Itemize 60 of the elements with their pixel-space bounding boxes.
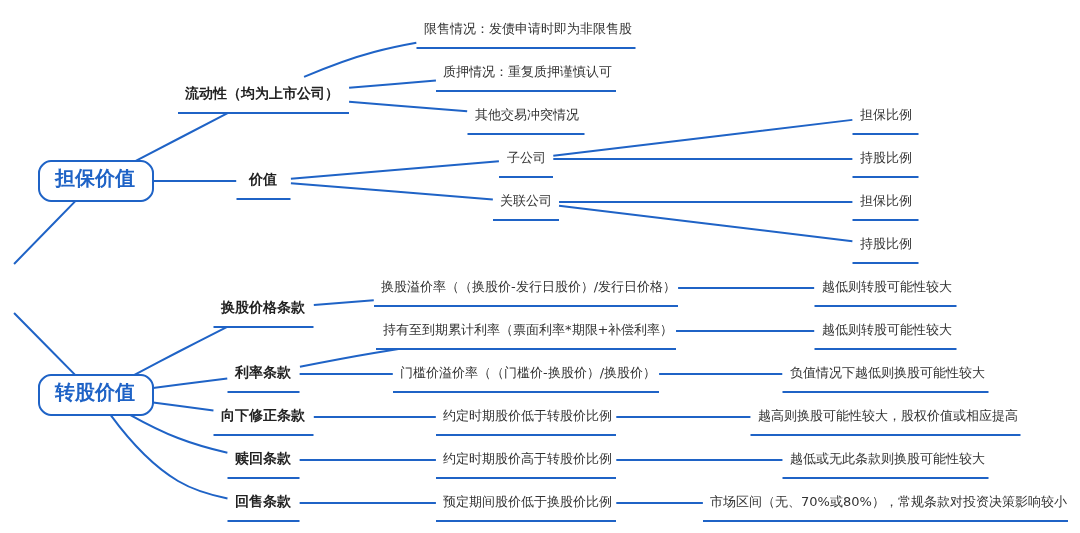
connector	[614, 416, 751, 418]
connector	[298, 373, 394, 375]
connector	[614, 502, 704, 504]
node-text: 利率条款	[234, 363, 290, 380]
connector	[657, 373, 783, 375]
connector	[551, 158, 853, 160]
connector	[298, 459, 437, 461]
node-text: 预定期间股价低于换股价比例	[442, 494, 612, 510]
connector	[347, 100, 468, 113]
connector	[676, 287, 815, 289]
node-box: 转股价值	[37, 374, 154, 416]
connector	[312, 416, 437, 418]
connector	[109, 414, 228, 500]
connector	[151, 377, 228, 389]
connector	[289, 182, 494, 201]
connector	[12, 312, 76, 376]
connector	[134, 112, 229, 162]
node-box: 担保价值	[37, 160, 154, 202]
connector	[551, 118, 853, 157]
node-text: 换股溢价率（（换股价-发行日股价）/发行日价格）	[380, 279, 676, 295]
connector	[12, 200, 76, 265]
node-text: 持股比例	[859, 236, 911, 252]
node-text: 越高则换股可能性较大，股权价值或相应提高	[757, 408, 1017, 424]
node-text: 质押情况：重复质押谨慎认可	[442, 64, 612, 80]
connector	[557, 204, 853, 243]
connector	[312, 299, 375, 307]
connector	[151, 180, 237, 182]
node-text: 越低则转股可能性较大	[821, 322, 951, 338]
node-text: 赎回条款	[234, 449, 290, 466]
node-text: 价值	[248, 170, 277, 187]
node-text: 约定时期股价低于转股价比例	[442, 408, 612, 424]
node-text: 子公司	[506, 150, 545, 166]
connector	[674, 330, 815, 332]
node-text: 门槛价溢价率（（门槛价-换股价）/换股价）	[399, 365, 656, 381]
node-text: 市场区间（无、70%或80%），常规条款对投资决策影响较小	[709, 494, 1067, 510]
node-text: 担保比例	[859, 193, 911, 209]
node-text: 其他交易冲突情况	[474, 107, 578, 123]
connector	[298, 502, 437, 504]
connector	[289, 160, 500, 180]
connector	[298, 348, 399, 368]
connector	[128, 414, 228, 454]
node-text: 关联公司	[499, 193, 552, 209]
node-text: 约定时期股价高于转股价比例	[442, 451, 612, 467]
connector	[614, 459, 783, 461]
connector	[132, 326, 228, 376]
node-text: 越低或无此条款则换股可能性较大	[789, 451, 984, 467]
node-text: 持有至到期累计利率（票面利率*期限+补偿利率）	[382, 322, 673, 338]
node-text: 流动性（均为上市公司）	[184, 84, 339, 101]
node-text: 持股比例	[859, 150, 911, 166]
node-text: 换股价格条款	[220, 298, 304, 315]
node-text: 回售条款	[234, 492, 290, 509]
node-text: 限售情况：发债申请时即为非限售股	[423, 21, 631, 37]
connector	[557, 201, 853, 203]
node-text: 向下修正条款	[220, 406, 304, 423]
node-text: 越低则转股可能性较大	[821, 279, 951, 295]
connector	[302, 41, 417, 78]
node-text: 担保比例	[859, 107, 911, 123]
connector	[151, 401, 214, 412]
node-text: 负值情况下越低则换股可能性较大	[789, 365, 984, 381]
connector	[347, 79, 437, 89]
